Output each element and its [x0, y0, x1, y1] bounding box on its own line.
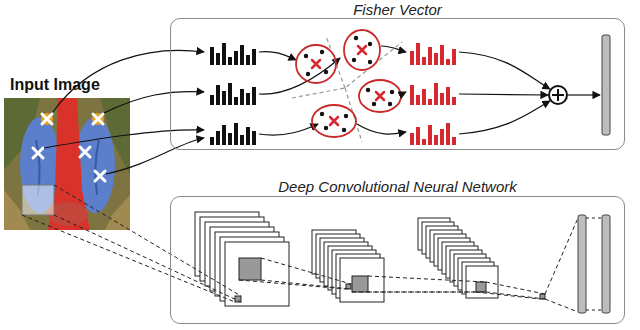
gmm-clusters-part: [344, 30, 380, 70]
gmm-clusters-part: [312, 105, 356, 137]
gmm-clusters-part-part: [330, 117, 338, 125]
gmm-clusters-part-part: [344, 114, 348, 118]
input-photo-part: [22, 185, 54, 215]
gradient-histograms: [410, 43, 456, 145]
gmm-clusters-part-part: [390, 90, 394, 94]
descriptor-histograms-part: [210, 43, 256, 65]
conv-layer-2-part: [340, 258, 384, 302]
conv-layer-3: [418, 218, 545, 299]
concat-arrows-part: [459, 52, 550, 89]
gmm-clusters-part-part: [304, 54, 308, 58]
input-photo-part: [95, 140, 99, 195]
gmm-clusters-part-part: [306, 72, 310, 76]
concat-symbol-part: [549, 86, 567, 104]
panel-title: Fisher Vector: [349, 1, 446, 18]
feature-arrows-part: [106, 138, 204, 174]
gradient-histograms-part: [410, 43, 456, 65]
conv-layer-1: [195, 212, 289, 306]
gmm-clusters-part: [312, 46, 384, 125]
fully-connected-layers: [578, 215, 610, 313]
panel-title: Deep Convolutional Neural Network: [274, 178, 520, 195]
fisher-vector-panel: Fisher Vector: [170, 18, 625, 150]
gmm-clusters-part: [304, 36, 394, 132]
panel-title-row: Deep Convolutional Neural Network: [171, 178, 624, 195]
gmm-clusters-part-part: [358, 46, 366, 54]
concat-symbol-part: [552, 89, 564, 101]
gmm-clusters-part-part: [372, 102, 376, 106]
receptive-field-lines-part: [239, 258, 351, 289]
gmm-clusters-part: [359, 80, 401, 112]
receptive-field-lines-part: [545, 218, 578, 312]
cluster-to-gradient-arrows-part: [357, 124, 406, 134]
gmm-clusters-part-part: [312, 60, 320, 68]
concat-arrows-part: [459, 94, 548, 95]
gmm-clusters-part: [292, 36, 402, 142]
gmm-clusters-part: [296, 45, 336, 83]
descriptor-histograms-part: [210, 123, 256, 145]
descriptor-to-cluster-arrows-part: [259, 124, 318, 135]
fully-connected-layers-part: [578, 215, 586, 313]
input-photo-part: [4, 98, 130, 230]
input-photo: [4, 98, 130, 230]
descriptor-histograms-part: [210, 83, 256, 105]
gradient-histograms-part: [410, 83, 456, 105]
concat-arrows: [459, 52, 600, 134]
input-photo-part: [92, 113, 104, 125]
cluster-to-gradient-arrows-part: [402, 92, 406, 96]
feature-arrows: [44, 50, 204, 174]
input-photo-part: [41, 113, 53, 125]
input-photo-part-part: [33, 148, 43, 158]
gmm-clusters-part-part: [368, 42, 372, 46]
cnn-panel: Deep Convolutional Neural Network: [170, 196, 625, 324]
gmm-clusters-part-part: [388, 102, 392, 106]
descriptor-to-cluster-arrows: [259, 52, 340, 136]
input-photo-part: [105, 195, 130, 230]
fisher-vector-bar: [602, 35, 610, 135]
gmm-clusters-part-part: [366, 88, 370, 92]
gmm-clusters-part-part: [324, 70, 328, 74]
gmm-clusters-part-part: [368, 60, 372, 64]
fully-connected-layers-part: [602, 215, 610, 313]
fully-connected-layers-part: [586, 218, 602, 310]
conv-layer-3-part: [476, 282, 486, 292]
gradient-histograms-part: [410, 123, 456, 145]
gmm-clusters-part-part: [320, 112, 324, 116]
gmm-clusters-part-part: [342, 128, 346, 132]
gmm-clusters-part-part: [324, 126, 328, 130]
receptive-field-lines-part: [476, 282, 545, 299]
gmm-clusters-part-part: [352, 58, 356, 62]
input-photo-part-part: [95, 171, 105, 181]
cluster-to-gradient-arrows: [357, 46, 406, 134]
conv-layer-2: [312, 230, 384, 302]
concat-arrows-part: [459, 101, 550, 134]
descriptor-histograms: [210, 43, 256, 145]
conv-layer-2-part: [352, 276, 368, 292]
input-photo-part: [33, 114, 105, 181]
conv-layer-1-part: [225, 242, 289, 306]
gmm-clusters-part-part: [354, 36, 358, 40]
feature-arrows-part: [104, 92, 204, 113]
receptive-field-lines-part: [22, 185, 241, 302]
receptive-field-lines-part: [352, 276, 486, 292]
concat-symbol: [549, 86, 567, 104]
conv-layer-1-part: [239, 258, 261, 280]
feature-arrows-part: [44, 130, 204, 148]
input-image-label: Input Image: [10, 76, 100, 94]
descriptor-to-cluster-arrows-part: [259, 52, 296, 60]
gmm-clusters-part-part: [320, 50, 324, 54]
cluster-to-gradient-arrows-part: [381, 46, 406, 52]
input-photo-part-part: [93, 114, 103, 124]
concat-arrows-part: [568, 94, 600, 95]
receptive-field-lines: [22, 185, 578, 312]
panel-title-row: Fisher Vector: [171, 1, 624, 18]
input-photo-part-part: [42, 114, 52, 124]
gmm-clusters-part-part: [376, 92, 384, 100]
input-photo-part-part: [80, 147, 90, 157]
